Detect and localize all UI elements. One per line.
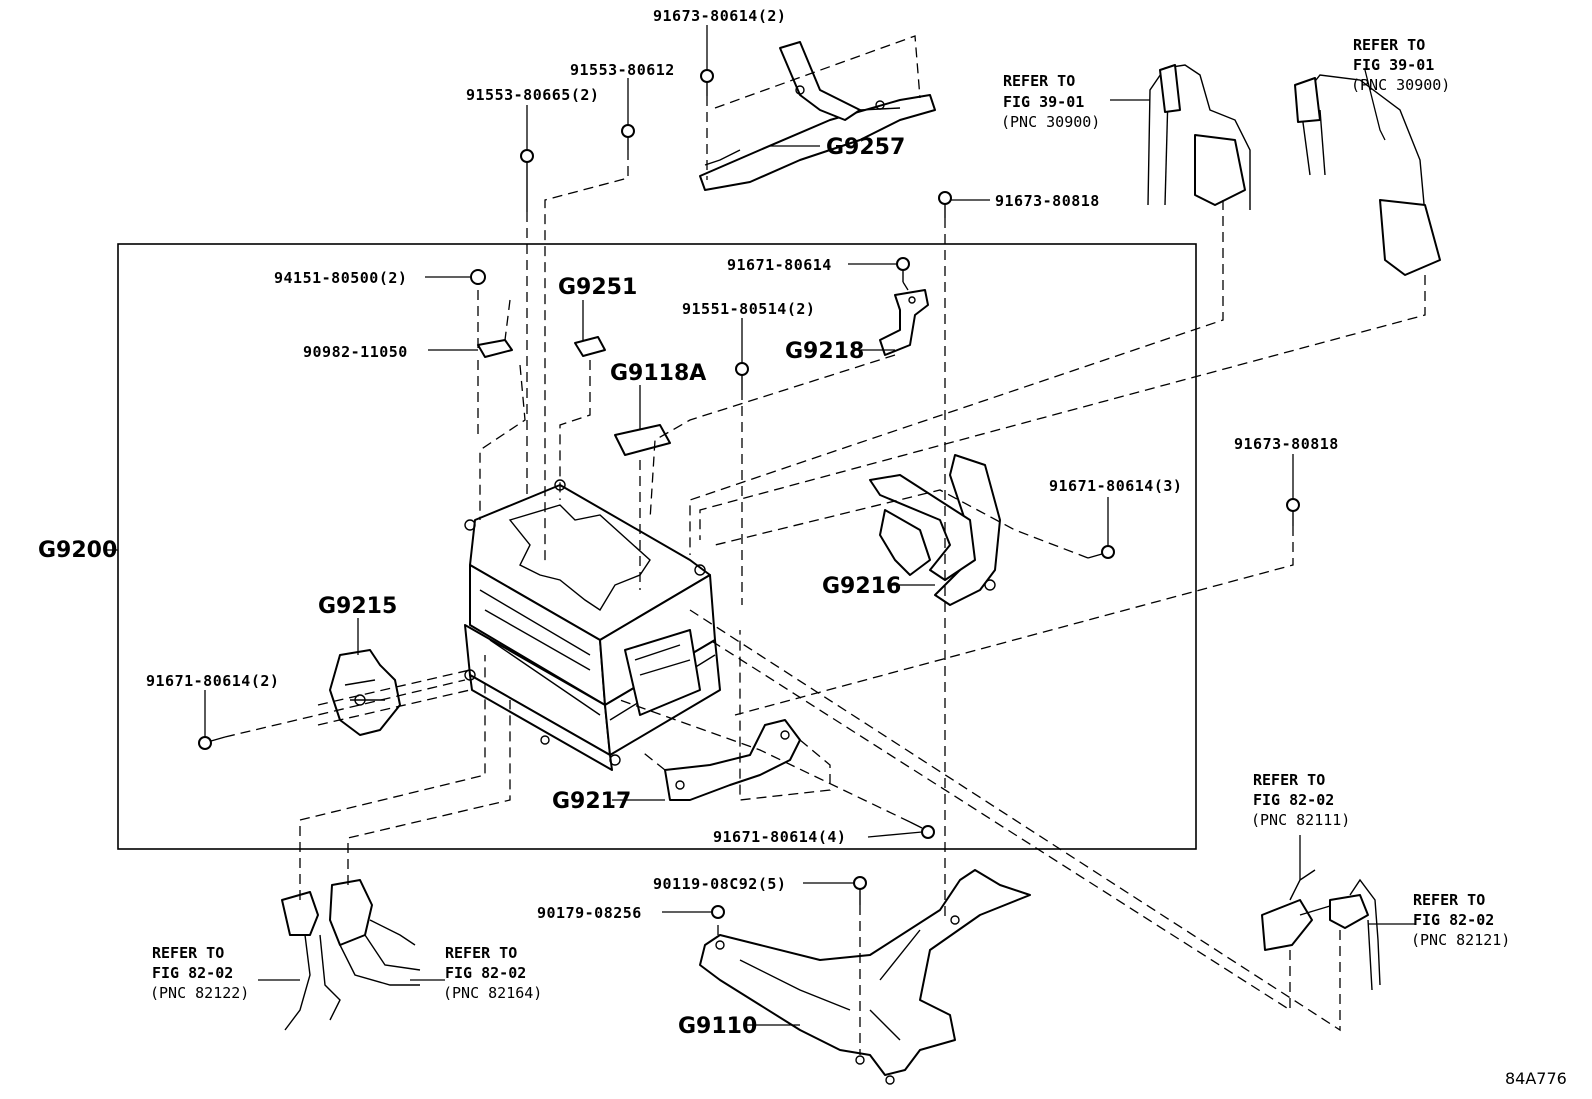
reference-note-6: REFER TO FIG 82-02 (PNC 82164) xyxy=(443,944,542,1002)
reference-pnc: (PNC 82121) xyxy=(1411,931,1510,949)
label-91551-80514-2: 91551-80514(2) xyxy=(682,300,815,318)
clip-90982-11050 xyxy=(477,339,513,358)
bracket-g9217 xyxy=(664,719,801,801)
bolt-91673-80818-b xyxy=(1286,498,1300,526)
label-91671-80614: 91671-80614 xyxy=(727,256,832,274)
alignment-lines xyxy=(224,35,1426,1055)
label-91553-80612: 91553-80612 xyxy=(570,61,675,79)
nut-90179-08256 xyxy=(711,905,725,919)
label-94151-80500-2: 94151-80500(2) xyxy=(274,269,407,287)
label-91553-80665-2: 91553-80665(2) xyxy=(466,86,599,104)
reference-line: REFER TO xyxy=(1253,771,1325,789)
reference-line: FIG 39-01 xyxy=(1003,93,1084,111)
bolt-91671-80614 xyxy=(896,257,910,282)
nut-94151-80500 xyxy=(470,269,486,285)
cable-pnc-82164 xyxy=(329,879,421,986)
reference-pnc: (PNC 82164) xyxy=(443,984,542,1002)
label-91673-80818-a: 91673-80818 xyxy=(995,192,1100,210)
label-91673-80818-b: 91673-80818 xyxy=(1234,435,1339,453)
bolt-91553-80612 xyxy=(621,124,635,150)
reference-note-5: REFER TO FIG 82-02 (PNC 82122) xyxy=(150,944,249,1002)
label-g9118a: G9118A xyxy=(610,361,706,386)
label-g9217: G9217 xyxy=(552,789,631,814)
reference-pnc: (PNC 82122) xyxy=(150,984,249,1002)
bracket-g9257 xyxy=(699,41,936,191)
cable-pnc-30900-right xyxy=(1294,74,1441,276)
reference-note-1: REFER TO FIG 39-01 (PNC 30900) xyxy=(1001,72,1100,131)
bolt-91673-80614 xyxy=(700,69,714,96)
label-g9218: G9218 xyxy=(785,339,864,364)
cable-pnc-30900-left xyxy=(1147,64,1251,210)
reference-line: REFER TO xyxy=(1003,72,1075,90)
bolt-90119-08c92 xyxy=(853,876,867,905)
reference-line: FIG 39-01 xyxy=(1353,56,1434,74)
bracket-g9215 xyxy=(329,649,401,736)
label-91671-80614-4: 91671-80614(4) xyxy=(713,828,846,846)
reference-line: REFER TO xyxy=(445,944,517,962)
bolt-91671-80614-3 xyxy=(1087,545,1115,559)
label-91671-80614-2: 91671-80614(2) xyxy=(146,672,279,690)
label-plate-g9118a xyxy=(614,424,671,456)
part-labels: 91673-80614(2) 91553-80612 91553-80665(2… xyxy=(38,7,1339,1039)
inverter-assembly xyxy=(464,479,721,771)
leader-lines xyxy=(104,25,1415,1026)
bolt-91551-80514 xyxy=(735,362,749,390)
label-90982-11050: 90982-11050 xyxy=(303,343,408,361)
reference-line: FIG 82-02 xyxy=(1253,791,1334,809)
label-g9215: G9215 xyxy=(318,594,397,619)
reference-line: FIG 82-02 xyxy=(445,964,526,982)
reference-pnc: (PNC 82111) xyxy=(1251,811,1350,829)
reference-line: REFER TO xyxy=(1413,891,1485,909)
label-g9216: G9216 xyxy=(822,574,901,599)
reference-line: FIG 82-02 xyxy=(1413,911,1494,929)
bracket-g9218 xyxy=(879,289,929,356)
label-g9251: G9251 xyxy=(558,275,637,300)
label-90179-08256: 90179-08256 xyxy=(537,904,642,922)
cable-pnc-82122 xyxy=(281,891,341,1031)
assembly-frame xyxy=(117,243,1197,850)
label-g9110: G9110 xyxy=(678,1014,757,1039)
label-g9257: G9257 xyxy=(826,135,905,160)
reference-line: REFER TO xyxy=(1353,36,1425,54)
bolt-91671-80614-4 xyxy=(909,821,935,839)
reference-pnc: (PNC 30900) xyxy=(1351,76,1450,94)
figure-id: 84A776 xyxy=(1505,1069,1567,1088)
bolt-91553-80665 xyxy=(520,149,534,212)
reference-note-3: REFER TO FIG 82-02 (PNC 82111) xyxy=(1251,771,1350,829)
reference-note-4: REFER TO FIG 82-02 (PNC 82121) xyxy=(1411,891,1510,949)
reference-pnc: (PNC 30900) xyxy=(1001,113,1100,131)
bolt-91673-80818-a xyxy=(938,191,952,218)
label-91671-80614-3: 91671-80614(3) xyxy=(1049,477,1182,495)
label-plate-g9251 xyxy=(574,336,606,357)
cable-pnc-82121 xyxy=(1329,878,1381,991)
bracket-g9216 xyxy=(869,454,1001,606)
reference-line: REFER TO xyxy=(152,944,224,962)
label-91673-80614-2: 91673-80614(2) xyxy=(653,7,786,25)
reference-line: FIG 82-02 xyxy=(152,964,233,982)
crossmember-g9110 xyxy=(699,869,1031,1085)
bolt-91671-80614-2 xyxy=(198,736,226,750)
reference-note-2: REFER TO FIG 39-01 (PNC 30900) xyxy=(1351,36,1450,94)
label-g9200: G9200 xyxy=(38,538,117,563)
label-90119-08c92-5: 90119-08C92(5) xyxy=(653,875,786,893)
